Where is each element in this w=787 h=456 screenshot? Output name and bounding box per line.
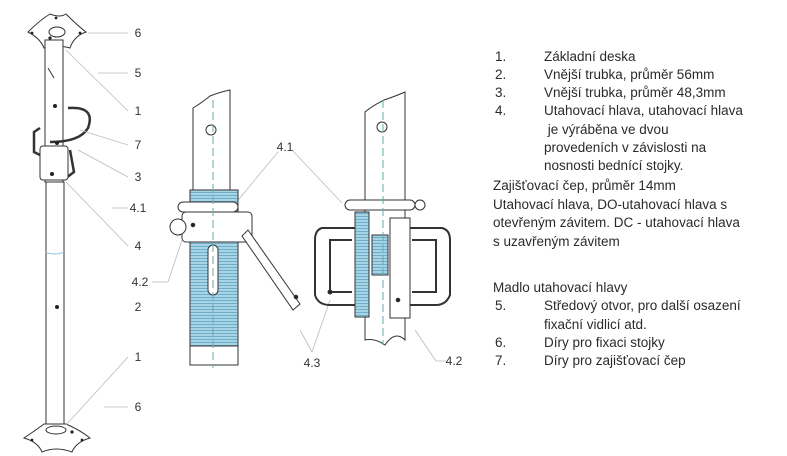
callout-2: 2 <box>135 300 142 314</box>
legend-line: otevřeným závitem. DC - utahovací hlava <box>493 215 740 230</box>
full-prop-drawing <box>22 13 92 453</box>
callout-4: 4 <box>135 239 142 253</box>
legend-text: Utahovací hlava, utahovací hlava <box>544 103 743 118</box>
legend-num: 1. <box>495 49 507 64</box>
callout-6-top: 6 <box>135 26 142 40</box>
callout-1-bottom: 1 <box>135 350 142 364</box>
legend-num: 3. <box>495 85 507 100</box>
callout-6-bottom: 6 <box>135 400 142 414</box>
callout-3: 3 <box>135 170 142 184</box>
legend-line: Zajišťovací čep, průměr 14mm <box>493 178 676 193</box>
legend-line: Utahovací hlava, DO-utahovací hlava s <box>493 197 728 212</box>
legend-text: Díry pro zajišťovací čep <box>544 353 686 368</box>
legend-num: 2. <box>495 67 507 82</box>
legend-text: Vnější trubka, průměr 56mm <box>544 67 715 82</box>
legend-num: 4. <box>495 103 507 118</box>
callout-4-2-right: 4.2 <box>446 354 463 368</box>
tightening-head-side-view <box>169 89 301 368</box>
legend-text: Vnější trubka, průměr 48,3mm <box>544 85 726 100</box>
legend-num: 7. <box>495 353 507 368</box>
legend-item-4-cont: nosnosti bednící stojky. <box>544 158 684 173</box>
callout-4-3: 4.3 <box>304 356 321 370</box>
tightening-head-front-view <box>314 91 451 346</box>
legend-text: Díry pro fixaci stojky <box>544 335 665 350</box>
callout-4-1-middle: 4.1 <box>277 140 294 154</box>
legend-item-4-cont: provedeních v závislosti na <box>544 140 707 155</box>
callout-1-top: 1 <box>135 104 142 118</box>
leader-lines <box>65 32 446 426</box>
legend-text: Základní deska <box>544 49 636 64</box>
legend-item-4-cont: je výráběna ve dvou <box>544 122 669 137</box>
legend-num: 5. <box>495 298 507 313</box>
callout-4-2-left: 4.2 <box>132 275 149 289</box>
legend-line: s uzavřeným závitem <box>493 234 620 249</box>
callout-4-1-left: 4.1 <box>130 201 147 215</box>
legend-text: Středový otvor, pro další osazení <box>544 298 741 313</box>
legend-num: 6. <box>495 335 507 350</box>
callout-labels: 6 5 1 7 3 4.1 4 4.2 2 1 6 4.1 4.3 4.2 <box>130 26 463 414</box>
legend-handle-heading: Madlo utahovací hlavy <box>493 280 628 295</box>
callout-5: 5 <box>135 66 142 80</box>
legend-item-5-cont: fixační vidlicí atd. <box>544 317 647 332</box>
callout-7: 7 <box>135 138 142 152</box>
